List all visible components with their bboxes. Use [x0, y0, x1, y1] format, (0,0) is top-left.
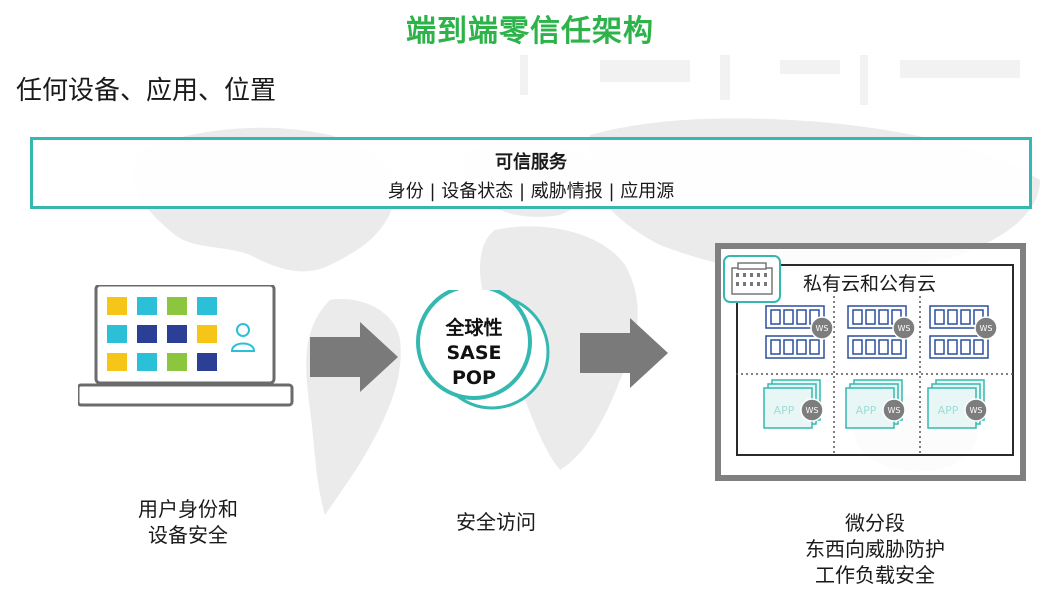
caption-user-line-1: 用户身份和 — [138, 497, 238, 521]
ws-label: WS — [980, 324, 993, 333]
trusted-services-box: 可信服务 身份 | 设备状态 | 威胁情报 | 应用源 — [30, 137, 1032, 209]
arrow-right-icon — [310, 322, 398, 392]
ws-badge: WS — [892, 316, 916, 340]
user-icon — [230, 323, 256, 352]
ws-badge: WS — [810, 316, 834, 340]
app-label: APP — [938, 404, 959, 417]
sase-line-1: 全球性 — [445, 317, 503, 339]
caption-user-line-2: 设备安全 — [148, 523, 228, 547]
trusted-services-items: 身份 | 设备状态 | 威胁情报 | 应用源 — [387, 181, 675, 202]
app-tile-grid — [107, 297, 217, 371]
caption-cloud-line-1: 微分段 — [845, 511, 905, 535]
page-title: 端到端零信任架构 — [406, 14, 654, 49]
sase-line-2: SASE — [446, 342, 502, 364]
caption-cloud-line-3: 工作负载安全 — [815, 563, 935, 587]
app-label: APP — [856, 404, 877, 417]
caption-access: 安全访问 — [456, 510, 536, 534]
caption-cloud: 微分段 东西向威胁防护 工作负载安全 — [790, 510, 960, 588]
building-icon — [723, 255, 781, 303]
ws-badge: WS — [964, 398, 988, 422]
ws-badge: WS — [882, 398, 906, 422]
ws-label: WS — [970, 406, 983, 415]
ws-label: WS — [806, 406, 819, 415]
ws-badge: WS — [974, 316, 998, 340]
ws-label: WS — [898, 324, 911, 333]
subtitle: 任何设备、应用、位置 — [16, 76, 277, 106]
sase-line-3: POP — [451, 367, 496, 389]
laptop-illustration — [78, 285, 294, 407]
caption-cloud-line-2: 东西向威胁防护 — [805, 537, 945, 561]
cloud-inner-box — [736, 264, 1014, 456]
ws-label: WS — [816, 324, 829, 333]
caption-user: 用户身份和 设备安全 — [108, 496, 268, 548]
trusted-services-title: 可信服务 — [495, 152, 567, 173]
app-stack: APP WS — [845, 379, 906, 429]
cloud-label: 私有云和公有云 — [803, 273, 937, 295]
app-stack: APP WS — [763, 379, 824, 429]
server-rack: WS — [765, 305, 834, 359]
arrow-right-icon — [580, 318, 668, 388]
server-rack: WS — [847, 305, 916, 359]
ws-label: WS — [888, 406, 901, 415]
workload-grid: WS APP WS WS APP WS WS APP WS — [736, 296, 1014, 454]
app-stack: APP WS — [927, 379, 988, 429]
sase-pop-node: 全球性 SASE POP — [410, 290, 560, 410]
app-label: APP — [774, 404, 795, 417]
ws-badge: WS — [800, 398, 824, 422]
server-rack: WS — [929, 305, 998, 359]
